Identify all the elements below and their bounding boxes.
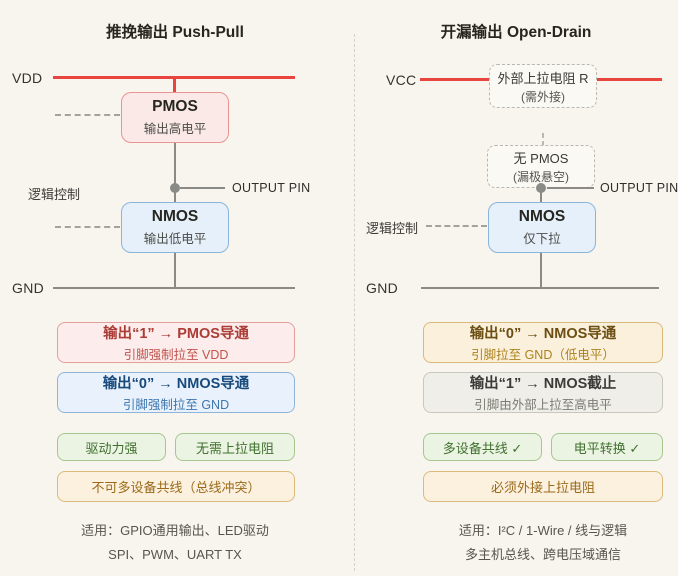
output-junction-dot-right <box>536 183 546 193</box>
nmos-name-left: NMOS <box>151 208 199 225</box>
no-pmos-name: 无 PMOS <box>513 151 569 166</box>
vdd-rail-line <box>53 76 295 79</box>
nmos-name-right: NMOS <box>518 208 566 225</box>
pullup-resistor-name: 外部上拉电阻 R <box>497 70 589 86</box>
node-to-nmos-wire-right <box>540 188 542 203</box>
state-high-box-left: 输出“1” → PMOS导通 引脚强制拉至 VDD <box>57 322 295 363</box>
state-low-title-right: 输出“0” → NMOS导通 <box>469 326 617 342</box>
usage-line2-left: SPI、PWM、UART TX <box>108 547 242 562</box>
state-high-desc-left: 引脚强制拉至 VDD <box>123 348 229 362</box>
nmos-to-gnd-wire-left <box>174 253 176 288</box>
output-pin-stub-right <box>547 187 594 189</box>
state-high-title-left: 输出“1” → PMOS导通 <box>103 326 249 342</box>
tag-multi-device-bus: 多设备共线 ✓ <box>423 433 542 461</box>
gnd-label-left: GND <box>12 280 45 296</box>
tag-level-shifting: 电平转换 ✓ <box>551 433 663 461</box>
tag-strong-drive: 驱动力强 <box>57 433 166 461</box>
pmos-name: PMOS <box>152 98 198 115</box>
logic-control-label-right: 逻辑控制 <box>366 221 419 236</box>
pullup-to-node-dashed-wire <box>542 133 544 146</box>
pmos-gate-dashed-line <box>55 114 120 116</box>
output-pin-stub-left <box>180 187 225 189</box>
usage-line2-right: 多主机总线、跨电压域通信 <box>464 547 621 562</box>
nmos-to-gnd-wire-right <box>540 253 542 287</box>
nmos-gate-dashed-line-left <box>55 226 120 228</box>
pushpull-title: 推挽输出 Push-Pull <box>106 24 244 41</box>
output-pin-label-left: OUTPUT PIN <box>232 181 311 195</box>
state-low-title-left: 输出“0” → NMOS导通 <box>102 376 250 392</box>
nmos-desc-right: 仅下拉 <box>523 232 561 246</box>
usage-line1-left: 适用：GPIO通用输出、LED驱动 <box>81 523 269 538</box>
state-high-title-right: 输出“1” → NMOS截止 <box>469 376 617 392</box>
state-low-desc-right: 引脚拉至 GND（低电平） <box>471 348 615 362</box>
nmos-gate-dashed-line-right <box>426 225 487 227</box>
warning-box-right: 必须外接上拉电阻 <box>423 471 663 502</box>
usage-line1-right: 适用：I²C / 1-Wire / 线与逻辑 <box>458 523 628 538</box>
state-high-box-right: 输出“1” → NMOS截止 引脚由外部上拉至高电平 <box>423 372 663 413</box>
pmos-nmos-wire <box>174 143 176 203</box>
pullup-resistor-box: 外部上拉电阻 R (需外接) <box>489 64 597 108</box>
output-pin-label-right: OUTPUT PIN <box>600 181 678 195</box>
pullup-resistor-note: (需外接) <box>521 89 565 104</box>
warning-box-left: 不可多设备共线（总线冲突） <box>57 471 295 502</box>
gnd-rail-line-right <box>421 287 659 289</box>
output-junction-dot-left <box>170 183 180 193</box>
gnd-rail-line-left <box>53 287 295 289</box>
pmos-box: PMOS 输出高电平 <box>121 92 229 143</box>
state-low-box-right: 输出“0” → NMOS导通 引脚拉至 GND（低电平） <box>423 322 663 363</box>
opendrain-title: 开漏输出 Open-Drain <box>440 24 592 41</box>
nmos-box-right: NMOS 仅下拉 <box>488 202 596 253</box>
vcc-label: VCC <box>386 72 417 88</box>
state-low-desc-left: 引脚强制拉至 GND <box>122 398 230 412</box>
nmos-box-left: NMOS 输出低电平 <box>121 202 229 253</box>
column-divider <box>354 34 355 571</box>
gnd-label-right: GND <box>366 280 399 296</box>
nmos-desc-left: 输出低电平 <box>143 232 207 246</box>
vcc-rail-line-seg1 <box>420 78 489 81</box>
pmos-desc: 输出高电平 <box>143 122 207 136</box>
state-high-desc-right: 引脚由外部上拉至高电平 <box>474 398 612 412</box>
vdd-to-pmos-wire <box>173 78 176 94</box>
vdd-label: VDD <box>12 70 43 86</box>
tag-no-pullup-needed: 无需上拉电阻 <box>175 433 295 461</box>
no-pmos-note: (漏极悬空) <box>513 170 569 184</box>
state-low-box-left: 输出“0” → NMOS导通 引脚强制拉至 GND <box>57 372 295 413</box>
no-pmos-box: 无 PMOS (漏极悬空) <box>487 145 595 188</box>
logic-control-label-left: 逻辑控制 <box>28 187 81 202</box>
vcc-rail-line-seg2 <box>597 78 662 81</box>
